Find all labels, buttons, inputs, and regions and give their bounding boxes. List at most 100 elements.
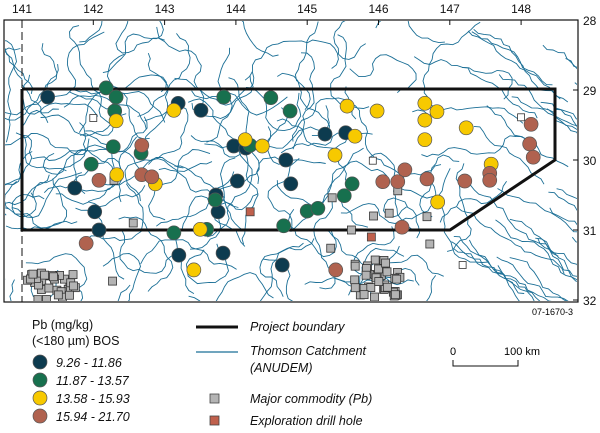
pb-sample-green bbox=[166, 225, 182, 241]
legend: Pb (mg/kg) (<180 µm) BOS 9.26 - 11.86 11.… bbox=[32, 318, 540, 428]
pb-sample-navy bbox=[317, 126, 333, 142]
river-segment bbox=[349, 54, 417, 94]
legend-class-label: 11.87 - 13.57 bbox=[56, 374, 130, 388]
legend-class-label: 9.26 - 11.86 bbox=[56, 356, 122, 370]
pb-sample-green bbox=[344, 176, 360, 192]
river-segment bbox=[115, 21, 165, 54]
legend-subtitle: (<180 µm) BOS bbox=[32, 334, 119, 348]
major-commodity-marker bbox=[326, 243, 336, 253]
major-commodity-marker bbox=[48, 307, 56, 315]
legend-class-swatch bbox=[32, 390, 48, 406]
river-segment bbox=[148, 149, 211, 221]
major-commodity-marker bbox=[382, 267, 392, 277]
catchment-label-2: (ANUDEM) bbox=[250, 361, 313, 375]
major-commodity-marker bbox=[327, 193, 337, 203]
pb-sample-green bbox=[336, 188, 352, 204]
river-segment bbox=[292, 52, 315, 150]
river-segment bbox=[55, 185, 146, 208]
lon-tick-label: 144 bbox=[226, 2, 246, 16]
river-segment bbox=[426, 275, 437, 301]
major-commodity-marker bbox=[33, 295, 43, 301]
pb-sample-brown bbox=[525, 149, 541, 165]
drill-swatch bbox=[209, 415, 220, 426]
river-segment bbox=[79, 21, 103, 43]
major-commodity-marker bbox=[68, 270, 78, 280]
project-boundary bbox=[20, 87, 557, 232]
pb-sample-brown bbox=[457, 173, 473, 189]
river-segment bbox=[313, 196, 336, 290]
pb-sample-navy bbox=[278, 152, 294, 168]
river-segment bbox=[496, 256, 569, 301]
river-segment bbox=[106, 53, 167, 93]
lon-tick-label: 143 bbox=[155, 2, 175, 16]
scale-end: 100 km bbox=[504, 346, 540, 358]
river-segment bbox=[140, 239, 237, 270]
legend-title: Pb (mg/kg) bbox=[32, 318, 93, 332]
river-segment bbox=[11, 172, 82, 218]
major-commodity-marker bbox=[347, 225, 356, 235]
major-commodity-marker bbox=[422, 212, 432, 222]
major-commodity-marker bbox=[392, 274, 402, 284]
river-segment bbox=[340, 203, 432, 224]
river-segment bbox=[156, 171, 235, 227]
major-commodity-marker bbox=[350, 261, 360, 271]
lon-tick-label: 145 bbox=[297, 2, 317, 16]
river-segment bbox=[21, 108, 67, 172]
river-segment bbox=[9, 279, 15, 301]
pb-sample-navy bbox=[171, 247, 187, 263]
major-commodity-marker bbox=[67, 302, 75, 310]
major-commodity-marker bbox=[22, 307, 30, 315]
pb-sample-yellow bbox=[186, 262, 202, 278]
site-marker bbox=[517, 113, 525, 122]
pb-sample-brown bbox=[523, 116, 539, 132]
river-segment bbox=[456, 206, 565, 274]
river-segment bbox=[5, 43, 58, 121]
river-segment bbox=[546, 108, 577, 127]
scale-zero: 0 bbox=[450, 346, 456, 358]
river-segment bbox=[407, 21, 445, 44]
major-commodity-marker bbox=[37, 305, 45, 313]
pb-sample-yellow bbox=[417, 112, 433, 128]
river-segment bbox=[498, 74, 577, 130]
pb-sample-green bbox=[207, 192, 223, 208]
river-segment bbox=[294, 21, 319, 111]
major-commodity-marker bbox=[65, 290, 74, 300]
lon-tick-label: 141 bbox=[12, 2, 32, 16]
figure-id: 07-1670-3 bbox=[532, 307, 573, 317]
river-segment bbox=[495, 219, 577, 281]
pb-sample-navy bbox=[274, 257, 290, 273]
pb-sample-yellow bbox=[254, 138, 270, 154]
river-segment bbox=[459, 181, 559, 257]
major-commodity-marker bbox=[50, 302, 58, 310]
pb-sample-navy bbox=[283, 176, 299, 192]
pb-sample-yellow bbox=[417, 132, 433, 148]
river-segment bbox=[451, 241, 545, 301]
legend-class-swatch bbox=[32, 372, 48, 388]
pb-sample-navy bbox=[193, 102, 209, 118]
pb-sample-green bbox=[276, 218, 292, 234]
pb-sample-yellow bbox=[192, 221, 208, 237]
pb-sample-yellow bbox=[430, 194, 446, 210]
major-commodity-marker bbox=[128, 218, 138, 228]
pb-sample-navy bbox=[229, 173, 245, 189]
commodity-label: Major commodity (Pb) bbox=[250, 392, 372, 406]
river-segment bbox=[158, 167, 239, 208]
river-segment bbox=[241, 139, 259, 245]
river-segment bbox=[142, 52, 169, 155]
pb-sample-brown bbox=[482, 172, 498, 188]
site-marker bbox=[89, 114, 98, 122]
river-segment bbox=[556, 188, 577, 200]
river-segment bbox=[471, 31, 553, 86]
major-commodity-marker bbox=[374, 264, 383, 274]
river-segment bbox=[185, 243, 229, 285]
pb-sample-yellow bbox=[327, 147, 343, 163]
river-segment bbox=[137, 33, 191, 117]
river-segment bbox=[259, 238, 315, 301]
lon-tick-label: 147 bbox=[440, 2, 460, 16]
pb-sample-navy bbox=[67, 180, 83, 196]
pb-sample-brown bbox=[394, 219, 410, 235]
major-commodity-marker bbox=[42, 308, 50, 316]
river-segment bbox=[119, 230, 180, 274]
river-segment bbox=[86, 183, 144, 241]
major-commodity-marker bbox=[350, 275, 360, 285]
